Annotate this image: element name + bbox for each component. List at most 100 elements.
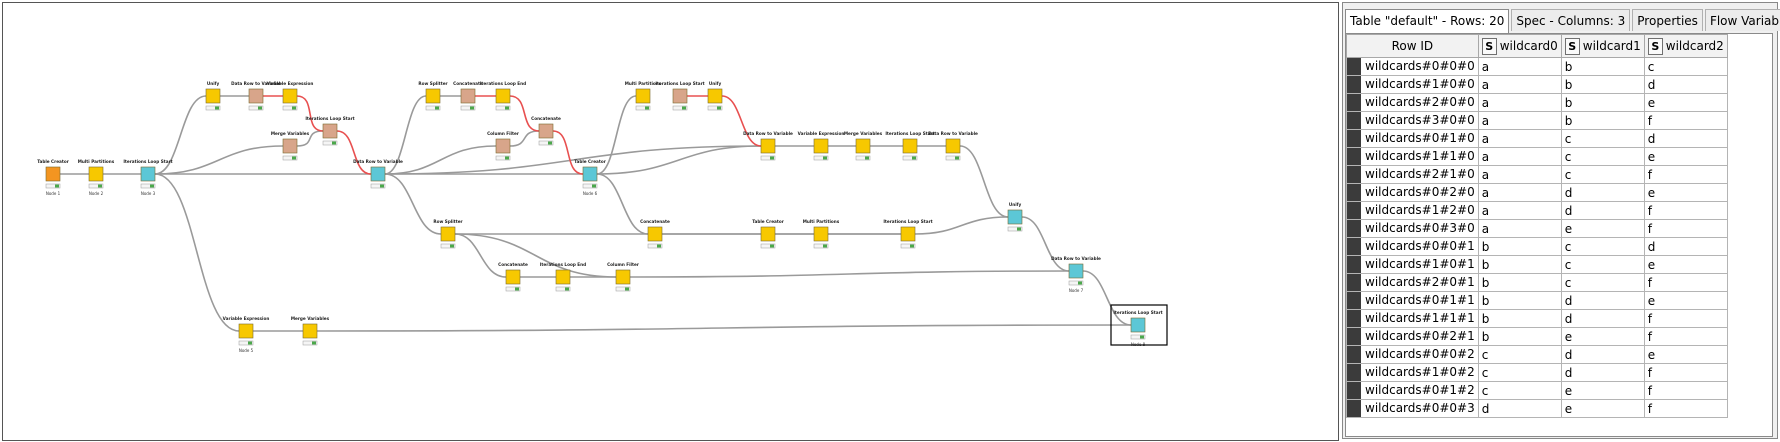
cell-wildcard0[interactable]: a — [1477, 147, 1562, 166]
cell-wildcard0[interactable]: b — [1477, 273, 1562, 292]
cell-wildcard0[interactable]: b — [1477, 309, 1562, 328]
tab-flow-variables[interactable]: Flow Variables — [1704, 9, 1780, 31]
data-connection[interactable] — [959, 145, 1009, 218]
node-icon[interactable] — [855, 138, 871, 154]
flow-variable-connection[interactable] — [552, 130, 584, 175]
cell-rowid[interactable]: wildcards#2#0#0 — [1346, 93, 1479, 112]
cell-wildcard1[interactable]: b — [1560, 75, 1645, 94]
data-connection[interactable] — [454, 233, 617, 278]
cell-rowid[interactable]: wildcards#2#1#0 — [1346, 165, 1479, 184]
cell-wildcard0[interactable]: b — [1477, 327, 1562, 346]
workflow-node[interactable]: Variable Expression — [798, 131, 845, 161]
cell-wildcard2[interactable]: e — [1643, 255, 1728, 274]
cell-rowid[interactable]: wildcards#3#0#0 — [1346, 111, 1479, 130]
column-header-rowid[interactable]: Row ID — [1346, 34, 1479, 58]
cell-rowid[interactable]: wildcards#1#2#0 — [1346, 201, 1479, 220]
node-icon[interactable] — [505, 269, 521, 285]
cell-wildcard0[interactable]: a — [1477, 93, 1562, 112]
node-icon[interactable] — [900, 226, 916, 242]
cell-wildcard1[interactable]: e — [1560, 399, 1645, 418]
workflow-node[interactable]: Iterations Loop Start — [305, 116, 355, 146]
data-connection[interactable] — [629, 270, 1070, 278]
node-icon[interactable] — [582, 166, 598, 182]
cell-rowid[interactable]: wildcards#0#1#2 — [1346, 381, 1479, 400]
workflow-node[interactable]: Merge Variables — [271, 131, 310, 161]
node-icon[interactable] — [672, 88, 688, 104]
workflow-node[interactable]: Column Filter — [487, 131, 520, 161]
cell-wildcard2[interactable]: f — [1643, 381, 1728, 400]
cell-wildcard2[interactable]: f — [1643, 273, 1728, 292]
node-icon[interactable] — [945, 138, 961, 154]
cell-rowid[interactable]: wildcards#0#0#0 — [1346, 57, 1479, 76]
workflow-node[interactable]: Merge Variables — [291, 316, 330, 346]
cell-wildcard1[interactable]: c — [1560, 255, 1645, 274]
workflow-node[interactable]: Iterations Loop End — [480, 81, 526, 111]
data-connection[interactable] — [1082, 270, 1132, 326]
cell-wildcard0[interactable]: a — [1477, 57, 1562, 76]
node-icon[interactable] — [538, 123, 554, 139]
cell-wildcard2[interactable]: f — [1643, 327, 1728, 346]
tab-spec[interactable]: Spec - Columns: 3 — [1511, 9, 1631, 31]
cell-wildcard2[interactable]: d — [1643, 129, 1728, 148]
workflow-node[interactable]: Unify — [707, 81, 723, 111]
tab-table[interactable]: Table "default" - Rows: 20 — [1345, 9, 1510, 33]
flow-variable-connection[interactable] — [336, 130, 372, 175]
cell-wildcard0[interactable]: c — [1477, 363, 1562, 382]
node-icon[interactable] — [440, 226, 456, 242]
cell-wildcard0[interactable]: a — [1477, 129, 1562, 148]
cell-wildcard2[interactable]: e — [1643, 183, 1728, 202]
cell-rowid[interactable]: wildcards#0#0#1 — [1346, 237, 1479, 256]
flow-variable-connection[interactable] — [721, 95, 762, 147]
cell-wildcard0[interactable]: a — [1477, 183, 1562, 202]
workflow-node[interactable]: Unify — [205, 81, 221, 111]
cell-wildcard2[interactable]: d — [1643, 237, 1728, 256]
workflow-node[interactable]: Iterations Loop Start — [883, 219, 933, 249]
cell-rowid[interactable]: wildcards#0#1#1 — [1346, 291, 1479, 310]
cell-wildcard1[interactable]: b — [1560, 93, 1645, 112]
cell-wildcard0[interactable]: c — [1477, 381, 1562, 400]
cell-rowid[interactable]: wildcards#1#0#0 — [1346, 75, 1479, 94]
cell-wildcard1[interactable]: c — [1560, 165, 1645, 184]
data-connection[interactable] — [509, 130, 540, 147]
cell-wildcard0[interactable]: a — [1477, 165, 1562, 184]
cell-wildcard2[interactable]: e — [1643, 93, 1728, 112]
cell-wildcard1[interactable]: e — [1560, 381, 1645, 400]
workflow-node[interactable]: Merge Variables — [844, 131, 883, 161]
cell-wildcard0[interactable]: a — [1477, 111, 1562, 130]
cell-wildcard1[interactable]: c — [1560, 237, 1645, 256]
cell-wildcard0[interactable]: b — [1477, 237, 1562, 256]
cell-wildcard1[interactable]: d — [1560, 201, 1645, 220]
workflow-node[interactable]: Data Row to Variable — [743, 131, 793, 161]
workflow-node[interactable]: Column Filter — [607, 262, 640, 292]
cell-wildcard0[interactable]: d — [1477, 399, 1562, 418]
cell-rowid[interactable]: wildcards#0#2#0 — [1346, 183, 1479, 202]
workflow-node[interactable]: Concatenate — [453, 81, 483, 111]
node-icon[interactable] — [635, 88, 651, 104]
node-icon[interactable] — [1007, 209, 1023, 225]
cell-rowid[interactable]: wildcards#1#0#1 — [1346, 255, 1479, 274]
workflow-node[interactable]: Iterations Loop Start — [655, 81, 705, 111]
node-icon[interactable] — [902, 138, 918, 154]
data-connection[interactable] — [384, 173, 442, 235]
cell-wildcard1[interactable]: e — [1560, 219, 1645, 238]
